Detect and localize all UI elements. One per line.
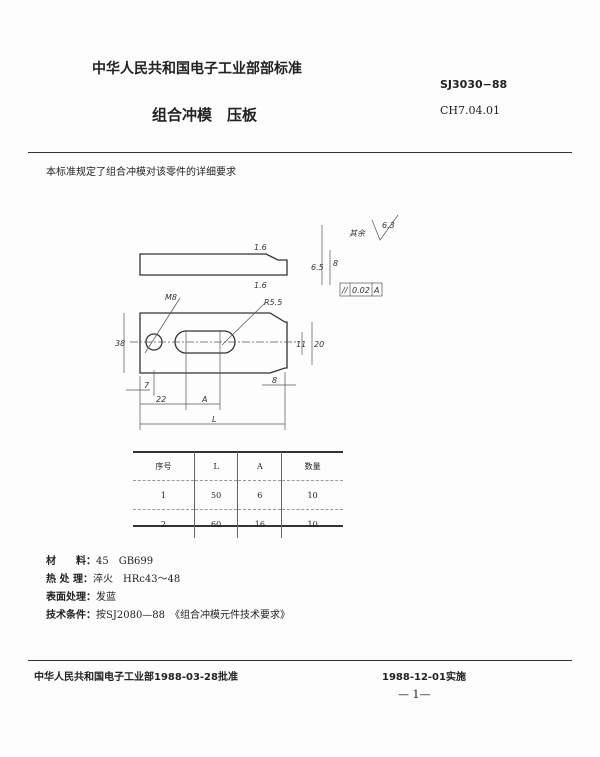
cell: 10 — [281, 509, 343, 538]
cell: 16 — [237, 509, 282, 538]
classification-code: CH7.04.01 — [440, 104, 500, 117]
radius-label: R5.5 — [264, 298, 282, 307]
approval-date: 中华人民共和国电子工业部1988-03-28批准 — [34, 672, 238, 683]
roughness-rest-value: 6.3 — [382, 221, 395, 230]
dim-6-5: 6.5 — [311, 263, 324, 272]
dim-22: 22 — [156, 395, 166, 404]
spec-heat-treatment: 热 处 理：淬火 HRc43～48 — [46, 570, 180, 585]
cell: 10 — [281, 480, 343, 510]
datum-label: A — [373, 286, 379, 295]
spec-technical-conditions: 技术条件：按SJ2080—88 《组合冲模元件技术要求》 — [46, 606, 290, 621]
parts-table: 序号 L A 数量 1 50 6 10 2 60 16 10 — [133, 452, 343, 538]
dim-20: 20 — [314, 340, 324, 349]
header-quantity: 数量 — [281, 452, 343, 481]
spec-label: 热 处 理： — [46, 574, 93, 585]
dim-8: 8 — [333, 259, 338, 268]
dim-8-chamfer: 8 — [272, 376, 277, 385]
header-A: A — [237, 452, 282, 481]
tolerance-value: 0.02 — [352, 286, 370, 295]
spec-surface-treatment: 表面处理：发蓝 — [46, 588, 116, 603]
spec-material: 材 料：45 GB699 — [46, 552, 153, 567]
cell: 2 — [160, 519, 166, 529]
header-rule — [28, 152, 572, 153]
spec-value: 按SJ2080—88 《组合冲模元件技术要求》 — [96, 610, 291, 621]
header-index: 序号 — [133, 452, 195, 481]
intro-text: 本标准规定了组合冲模对该零件的详细要求 — [46, 167, 236, 178]
document-title: 组合冲模 压板 — [152, 106, 258, 124]
standard-code: SJ3030−88 — [440, 78, 508, 91]
issuing-authority: 中华人民共和国电子工业部部标准 — [92, 61, 302, 77]
cell: 1 — [133, 480, 195, 510]
roughness-rest-label: 其余 — [349, 229, 366, 238]
header-L: L — [193, 452, 238, 481]
spec-label: 表面处理： — [46, 592, 96, 603]
cell: 50 — [193, 480, 238, 510]
side-view-outline — [139, 253, 288, 276]
table-row: 1 50 6 10 — [133, 480, 343, 510]
dim-7: 7 — [144, 381, 150, 390]
cell: 6 — [237, 480, 282, 510]
dim-11: 11 — [296, 340, 306, 349]
spec-value: 发蓝 — [96, 592, 116, 603]
table-row: 2 60 16 10 — [133, 509, 343, 538]
spec-value: 淬火 HRc43～48 — [92, 574, 181, 585]
spec-label: 材 料： — [46, 556, 96, 567]
technical-drawing: 其余 6.3 1.6 1.6 6.5 8 // 0.02 A M8 R5.5 3… — [115, 214, 399, 430]
dim-L: L — [212, 415, 216, 424]
footer-rule — [28, 660, 572, 661]
roughness-top: 1.6 — [254, 243, 267, 252]
page-number: — 1— — [398, 688, 431, 701]
table-header-row: 序号 L A 数量 — [133, 452, 343, 481]
dim-38: 38 — [115, 339, 125, 348]
spec-label: 技术条件： — [46, 610, 96, 621]
spec-value: 45 GB699 — [96, 556, 154, 567]
effective-date: 1988-12-01实施 — [382, 672, 466, 683]
dim-A: A — [201, 395, 207, 404]
top-view-outline — [139, 312, 288, 374]
cell: 60 — [193, 509, 238, 538]
thread-label: M8 — [165, 293, 177, 302]
roughness-bottom: 1.6 — [254, 281, 267, 290]
tolerance-symbol: // — [341, 286, 349, 295]
